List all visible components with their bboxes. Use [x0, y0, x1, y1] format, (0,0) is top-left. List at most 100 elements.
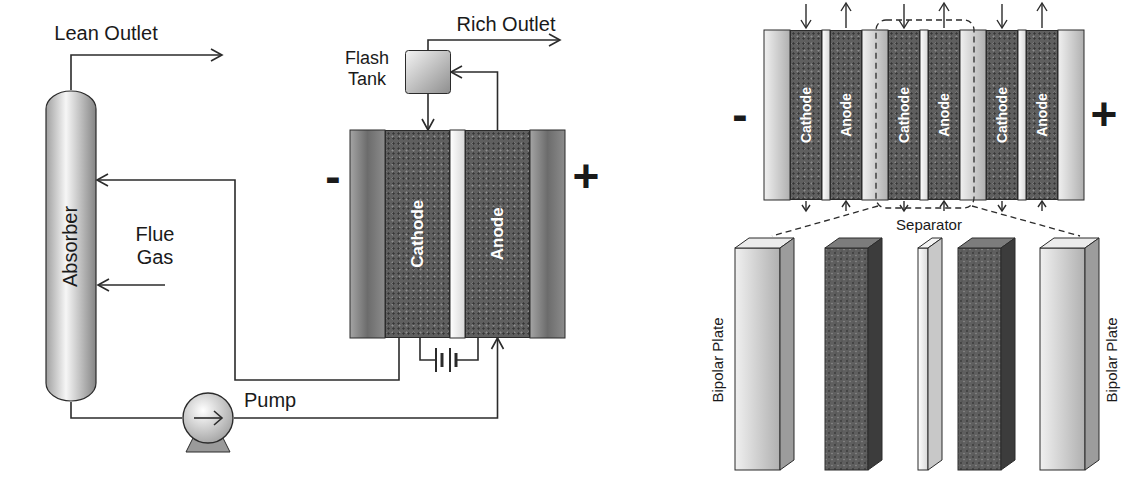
- plate-block-front: [735, 248, 780, 470]
- separator-membrane: [920, 30, 928, 200]
- cathode-electrode: Cathode: [986, 30, 1018, 200]
- anode-electrode: Anode: [928, 30, 960, 200]
- separator-block-side: [928, 238, 942, 470]
- bipolar-plate: [1058, 30, 1084, 200]
- connector-line: [427, 94, 429, 130]
- arrow-head: [940, 201, 948, 207]
- stream-label: Flue Gas: [125, 223, 185, 269]
- plate-block-side: [1085, 238, 1099, 470]
- pump-arrow: [194, 417, 222, 419]
- cathode-electrode: Cathode: [790, 30, 822, 200]
- flow-arrow: [805, 201, 806, 210]
- flow-arrow: [903, 4, 904, 27]
- bipolar-plate: [764, 30, 790, 200]
- arrow-head: [1038, 201, 1046, 207]
- vessel-outline: [46, 91, 96, 401]
- flash-tank: Flash Tank: [405, 50, 451, 94]
- cathode-electrode: Cathode: [385, 130, 450, 338]
- separator-block-front: [918, 248, 928, 470]
- arrow-head: [492, 338, 504, 349]
- part-label: Bipolar Plate: [1103, 317, 1120, 402]
- arrow-head: [422, 119, 434, 130]
- arrow-head: [841, 3, 851, 11]
- flow-connector: [234, 338, 504, 418]
- cell-plates: [350, 130, 565, 338]
- tank-outline: [406, 51, 451, 94]
- separator-membrane: [450, 130, 465, 338]
- lean-outlet-line: [71, 55, 222, 90]
- bipolar-plate: [960, 30, 986, 200]
- polarity-sign: +: [1091, 91, 1118, 137]
- node-label: Anode: [838, 93, 854, 137]
- arrow-head: [801, 20, 811, 28]
- flow-arrow: [943, 202, 944, 211]
- polarity-sign: -: [325, 153, 340, 199]
- arrow-head: [997, 20, 1007, 28]
- dashed-leader: [972, 206, 1080, 236]
- battery-plate: [435, 348, 437, 372]
- arrow-head: [211, 49, 222, 61]
- part-label: Separator: [896, 217, 962, 232]
- arrow-head: [802, 205, 810, 211]
- flow-connector: [71, 402, 182, 418]
- stack-plates: [764, 30, 1084, 200]
- flow-arrow: [845, 4, 846, 28]
- node-label: Anode: [488, 208, 508, 261]
- tank-outline: [405, 50, 451, 94]
- node-label: Cathode: [798, 87, 814, 143]
- pump-outline: [182, 392, 234, 444]
- dashed-callout-box: [876, 20, 974, 208]
- battery-wire: [420, 338, 436, 360]
- arrow-head: [549, 34, 560, 46]
- node-label: Pump: [244, 389, 296, 412]
- arrow-head: [451, 66, 462, 78]
- plate-block-side: [780, 238, 794, 470]
- electrode-block-side: [868, 238, 882, 470]
- flow-arrow: [805, 4, 806, 27]
- flue-gas-line: [98, 284, 165, 286]
- battery-plate: [441, 353, 444, 367]
- node-label: Cathode: [408, 200, 428, 268]
- plate-block-front: [1040, 248, 1085, 470]
- flow-arrow: [903, 201, 904, 210]
- flow-connector: [451, 66, 498, 130]
- polarity-sign: +: [573, 153, 600, 199]
- battery-plate: [449, 348, 451, 372]
- connector-line: [451, 72, 498, 130]
- stack-flow-arrows: [801, 3, 1047, 211]
- part-label: Bipolar Plate: [709, 317, 726, 402]
- absorber-column: Absorber: [45, 90, 97, 402]
- node-label: Flash Tank: [337, 48, 397, 89]
- separator-membrane: [822, 30, 830, 200]
- end-plate: [530, 130, 565, 338]
- pump-symbol: Pump: [182, 392, 234, 444]
- electrode-block-side: [1001, 238, 1015, 470]
- flow-arrow: [1041, 202, 1042, 211]
- anode-electrode: Anode: [1026, 30, 1058, 200]
- anode-electrode: Anode: [830, 30, 862, 200]
- flow-arrow: [1041, 4, 1042, 28]
- anode-electrode: Anode: [465, 130, 530, 338]
- flow-arrow: [943, 4, 944, 28]
- connector-line: [71, 402, 182, 418]
- flow-arrow: [1001, 4, 1002, 27]
- arrow-head: [98, 279, 109, 291]
- cathode-electrode: Cathode: [888, 30, 920, 200]
- separator-membrane: [1018, 30, 1026, 200]
- stream-label: Lean Outlet: [54, 22, 157, 45]
- connector-line: [234, 338, 498, 418]
- dashed-leader: [772, 206, 878, 236]
- exploded-view: [735, 238, 1099, 470]
- electrode-block-front: [825, 248, 868, 470]
- zoom-callout: [772, 20, 1080, 236]
- arrow-head: [842, 201, 850, 207]
- stream-label: Rich Outlet: [457, 13, 556, 36]
- flow-arrow: [845, 202, 846, 211]
- node-label: Anode: [1034, 93, 1050, 137]
- arrow-head: [1037, 3, 1047, 11]
- arrow-head: [214, 411, 222, 425]
- arrow-head: [97, 174, 108, 186]
- battery-wire: [456, 338, 478, 360]
- node-label: Cathode: [994, 87, 1010, 143]
